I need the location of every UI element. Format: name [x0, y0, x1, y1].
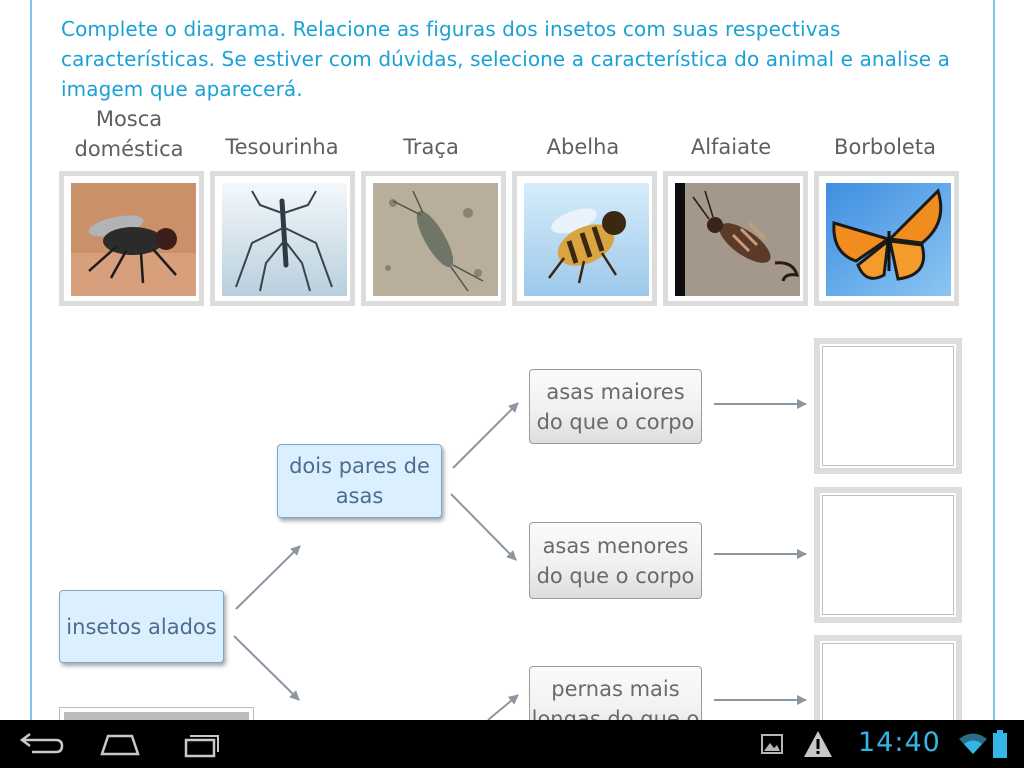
node-insetos-alados[interactable]: insetos alados — [59, 590, 224, 663]
recent-apps-icon — [184, 735, 219, 758]
node-asas-maiores[interactable]: asas maiores do que o corpo — [529, 369, 702, 444]
insect-card-mosca[interactable] — [59, 171, 204, 306]
partial-slot[interactable] — [59, 707, 254, 721]
bee-photo-icon — [524, 183, 649, 296]
page-border-right — [993, 0, 995, 720]
gallery-notification-icon — [761, 734, 783, 754]
silverfish-photo-icon — [373, 183, 498, 296]
insect-card-alfaiate[interactable] — [663, 171, 808, 306]
insect-label-abelha: Abelha — [546, 135, 620, 159]
insect-label-traca: Traça — [403, 135, 459, 159]
status-clock: 14:40 — [858, 727, 941, 758]
node-asas-menores[interactable]: asas menores do que o corpo — [529, 522, 702, 599]
home-button[interactable] — [92, 728, 148, 760]
water-strider-photo-icon — [222, 183, 347, 296]
insect-label-tesourinha: Tesourinha — [225, 135, 339, 159]
battery-icon — [993, 730, 1007, 758]
page-border-left — [30, 0, 32, 720]
node-dois-pares-de-asas[interactable]: dois pares de asas — [277, 444, 442, 518]
warning-icon — [804, 731, 832, 757]
insect-label-borboleta: Borboleta — [834, 135, 936, 159]
insect-card-tesourinha[interactable] — [210, 171, 355, 306]
back-button[interactable] — [12, 728, 68, 760]
insect-card-abelha[interactable] — [512, 171, 657, 306]
home-icon — [100, 734, 140, 756]
insect-card-borboleta[interactable] — [814, 171, 959, 306]
earwig-photo-icon — [675, 183, 800, 296]
housefly-photo-icon — [71, 183, 196, 296]
drop-box-2[interactable] — [814, 487, 962, 623]
system-nav-bar: 14:40 — [0, 720, 1024, 768]
insect-label-alfaiate: Alfaiate — [690, 135, 772, 159]
butterfly-photo-icon — [826, 183, 951, 296]
wifi-icon — [959, 733, 987, 754]
instruction-text: Complete o diagrama. Relacione as figura… — [61, 17, 951, 101]
back-icon — [19, 733, 64, 754]
drop-box-1[interactable] — [814, 338, 962, 474]
insect-card-traca[interactable] — [361, 171, 506, 306]
insect-label-mosca: Mosca doméstica — [74, 107, 184, 161]
recent-apps-button[interactable] — [172, 728, 228, 760]
